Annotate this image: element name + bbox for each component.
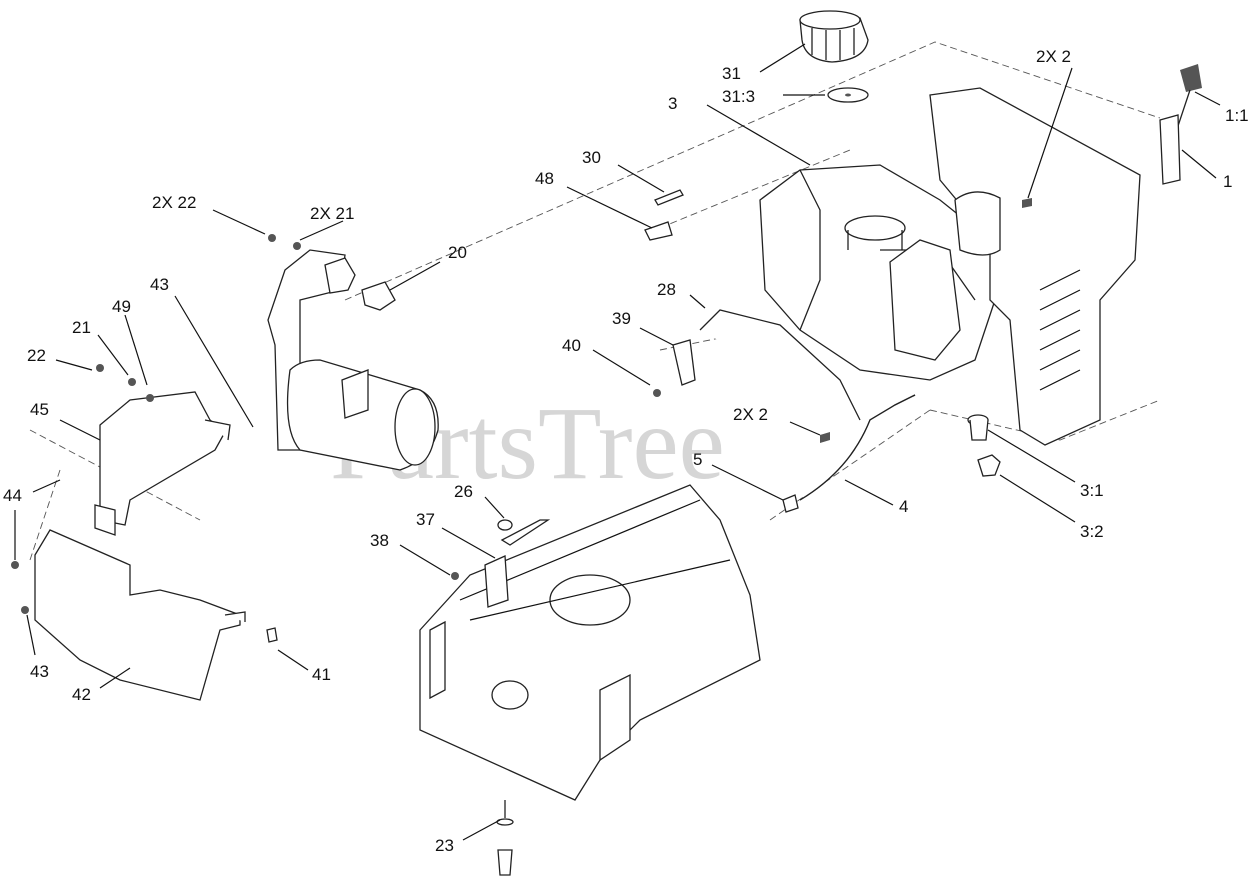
callout-22: 22 (27, 346, 46, 365)
callout-48: 48 (535, 169, 554, 188)
callout-49: 49 (112, 297, 131, 316)
callout-31: 31 (722, 64, 741, 83)
callout-20: 20 (448, 243, 467, 262)
leader-lines (14, 43, 1221, 841)
callout-3-1: 3:1 (1080, 481, 1104, 500)
fuel-line-bracket (653, 309, 861, 421)
callout-40: 40 (562, 336, 581, 355)
control-lever (1159, 64, 1202, 185)
gasket-hole (845, 93, 851, 97)
callout-39: 39 (612, 309, 631, 328)
callout-23: 23 (435, 836, 454, 855)
fuel-tank (759, 164, 996, 381)
assembly-outline (344, 41, 1161, 521)
callout-31-3: 31:3 (722, 87, 755, 106)
screw-2-top (1022, 198, 1032, 208)
callout-44: 44 (3, 486, 22, 505)
fuel-hose (782, 394, 916, 513)
callout-3-2: 3:2 (1080, 522, 1104, 541)
callout-37: 37 (416, 510, 435, 529)
callout-26: 26 (454, 482, 473, 501)
callout-38: 38 (370, 531, 389, 550)
assembly-outline-3 (29, 429, 201, 561)
callout-3: 3 (668, 94, 677, 113)
callout-41: 41 (312, 665, 331, 684)
fuel-cap (799, 10, 869, 63)
clip-48 (644, 221, 673, 241)
callout-43-bottom: 43 (30, 662, 49, 681)
callout-4: 4 (899, 497, 908, 516)
bolt-23 (496, 818, 514, 876)
callout-labels: 31 31:3 3 2X 2 1:1 1 30 48 2X 22 2X 21 2… (3, 47, 1249, 855)
callout-42: 42 (72, 685, 91, 704)
heat-shield (94, 364, 231, 536)
callout-1-1: 1:1 (1225, 106, 1249, 125)
frame-deck (419, 484, 761, 801)
callout-45: 45 (30, 400, 49, 419)
callout-28: 28 (657, 280, 676, 299)
callout-2x21: 2X 21 (310, 204, 354, 223)
battery-bracket (451, 519, 551, 608)
callout-30: 30 (582, 148, 601, 167)
rear-fender (929, 87, 1141, 446)
callout-2x2-top: 2X 2 (1036, 47, 1071, 66)
clip-30 (654, 189, 684, 206)
callout-21: 21 (72, 318, 91, 337)
callout-1: 1 (1223, 172, 1232, 191)
callout-43-top: 43 (150, 275, 169, 294)
callout-5: 5 (693, 450, 702, 469)
fuel-valve (967, 414, 1001, 477)
callout-2x2-mid: 2X 2 (733, 405, 768, 424)
lower-shield (11, 529, 278, 701)
muffler (267, 234, 439, 471)
callout-2x22: 2X 22 (152, 193, 196, 212)
